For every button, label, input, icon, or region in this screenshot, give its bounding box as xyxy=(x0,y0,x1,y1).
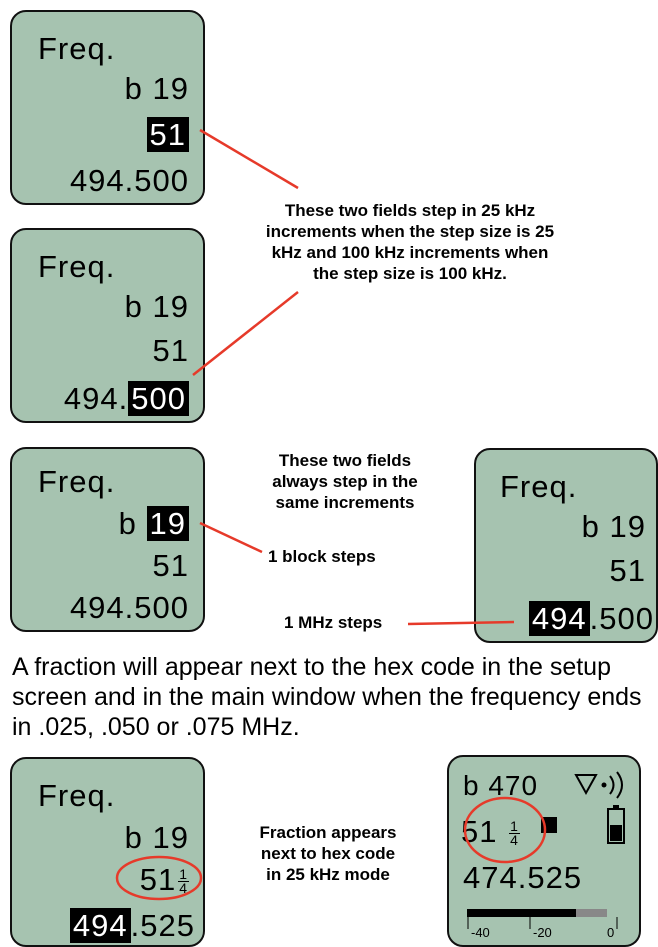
block-field: b 19 xyxy=(124,820,189,855)
hex-code-field: 51 xyxy=(609,553,646,588)
leader-line-hex xyxy=(199,128,299,190)
callout-line: kHz and 100 kHz increments when xyxy=(271,243,549,262)
block-field: b 470 xyxy=(463,770,539,801)
freq-decimal-highlight: 500 xyxy=(128,381,189,416)
meter-label-minus20: -20 xyxy=(533,925,552,940)
callout-line: increments when the step size is 25 xyxy=(265,222,555,241)
freq-title: Freq. xyxy=(38,31,116,66)
hex-code-highlight: 51 xyxy=(146,117,189,152)
battery-icon xyxy=(607,805,625,844)
callout-line: Fraction appears xyxy=(259,823,397,842)
callout-block-steps: 1 block steps xyxy=(268,547,376,566)
hex-code: 51 xyxy=(461,814,498,849)
rf-meter-fill xyxy=(467,909,577,917)
freq-title: Freq. xyxy=(38,778,116,813)
callout-fraction: Fraction appears next to hex code in 25 … xyxy=(228,822,428,885)
frequency-field: 494.500 xyxy=(69,590,189,625)
block-number-highlight: 19 xyxy=(146,506,189,541)
freq-title: Freq. xyxy=(500,469,578,504)
antenna-icon xyxy=(574,771,623,799)
callout-step-25-100: These two fields step in 25 kHz incremen… xyxy=(230,200,590,284)
meter-label-minus40: -40 xyxy=(471,925,490,940)
lcd-screen-3: Freq. b 19 51 494.500 xyxy=(10,447,205,632)
rf-meter-ticks xyxy=(467,917,618,929)
leader-line-decimal xyxy=(192,291,299,376)
freq-decimal: .500 xyxy=(589,601,654,636)
lcd-screen-2: Freq. b 19 51 494.500 xyxy=(10,228,205,423)
frequency-field: 494.525 xyxy=(69,908,195,943)
callout-same-increments: These two fields always step in the same… xyxy=(245,450,445,513)
callout-line: same increments xyxy=(275,493,415,512)
square-indicator-icon xyxy=(541,817,557,833)
block-field: b 19 xyxy=(118,506,189,541)
block-prefix: b xyxy=(118,506,137,541)
frequency-field: 494.500 xyxy=(63,381,189,416)
frequency-field: 494.500 xyxy=(528,601,654,636)
callout-mhz-steps: 1 MHz steps xyxy=(284,613,383,632)
block-field: b 19 xyxy=(581,509,646,544)
callout-line: These two fields step in 25 kHz xyxy=(284,201,536,220)
fraction-explanation: A fraction will appear next to the hex c… xyxy=(12,653,642,741)
block-field: b 19 xyxy=(124,289,189,324)
freq-title: Freq. xyxy=(38,464,116,499)
fraction-denominator: 4 xyxy=(510,832,519,849)
callout-line: next to hex code xyxy=(260,844,396,863)
callout-line: These two fields xyxy=(278,451,412,470)
fraction-denominator: 4 xyxy=(179,880,188,897)
callout-line: in 25 kHz mode xyxy=(266,865,390,884)
frequency-field: 474.525 xyxy=(463,860,583,895)
freq-integer-highlight: 494 xyxy=(69,908,131,943)
callout-line: the step size is 100 kHz. xyxy=(313,264,507,283)
callout-line: always step in the xyxy=(272,472,418,491)
hex-code-field: 51 xyxy=(146,117,189,152)
rf-meter xyxy=(467,909,607,917)
frequency-field: 494.500 xyxy=(69,163,189,198)
freq-decimal: .525 xyxy=(130,908,195,943)
freq-integer-highlight: 494 xyxy=(528,601,590,636)
meter-label-0: 0 xyxy=(607,925,615,940)
leader-line-block xyxy=(199,521,263,554)
hex-code-field: 51 xyxy=(152,333,189,368)
freq-title: Freq. xyxy=(38,249,116,284)
lcd-screen-1: Freq. b 19 51 494.500 xyxy=(10,10,205,205)
freq-integer: 494. xyxy=(63,381,129,416)
lcd-screen-4: Freq. b 19 51 494.500 xyxy=(474,448,658,643)
block-field: b 19 xyxy=(124,71,189,106)
hex-code-field: 51 xyxy=(152,548,189,583)
hex-code: 51 xyxy=(139,862,177,897)
